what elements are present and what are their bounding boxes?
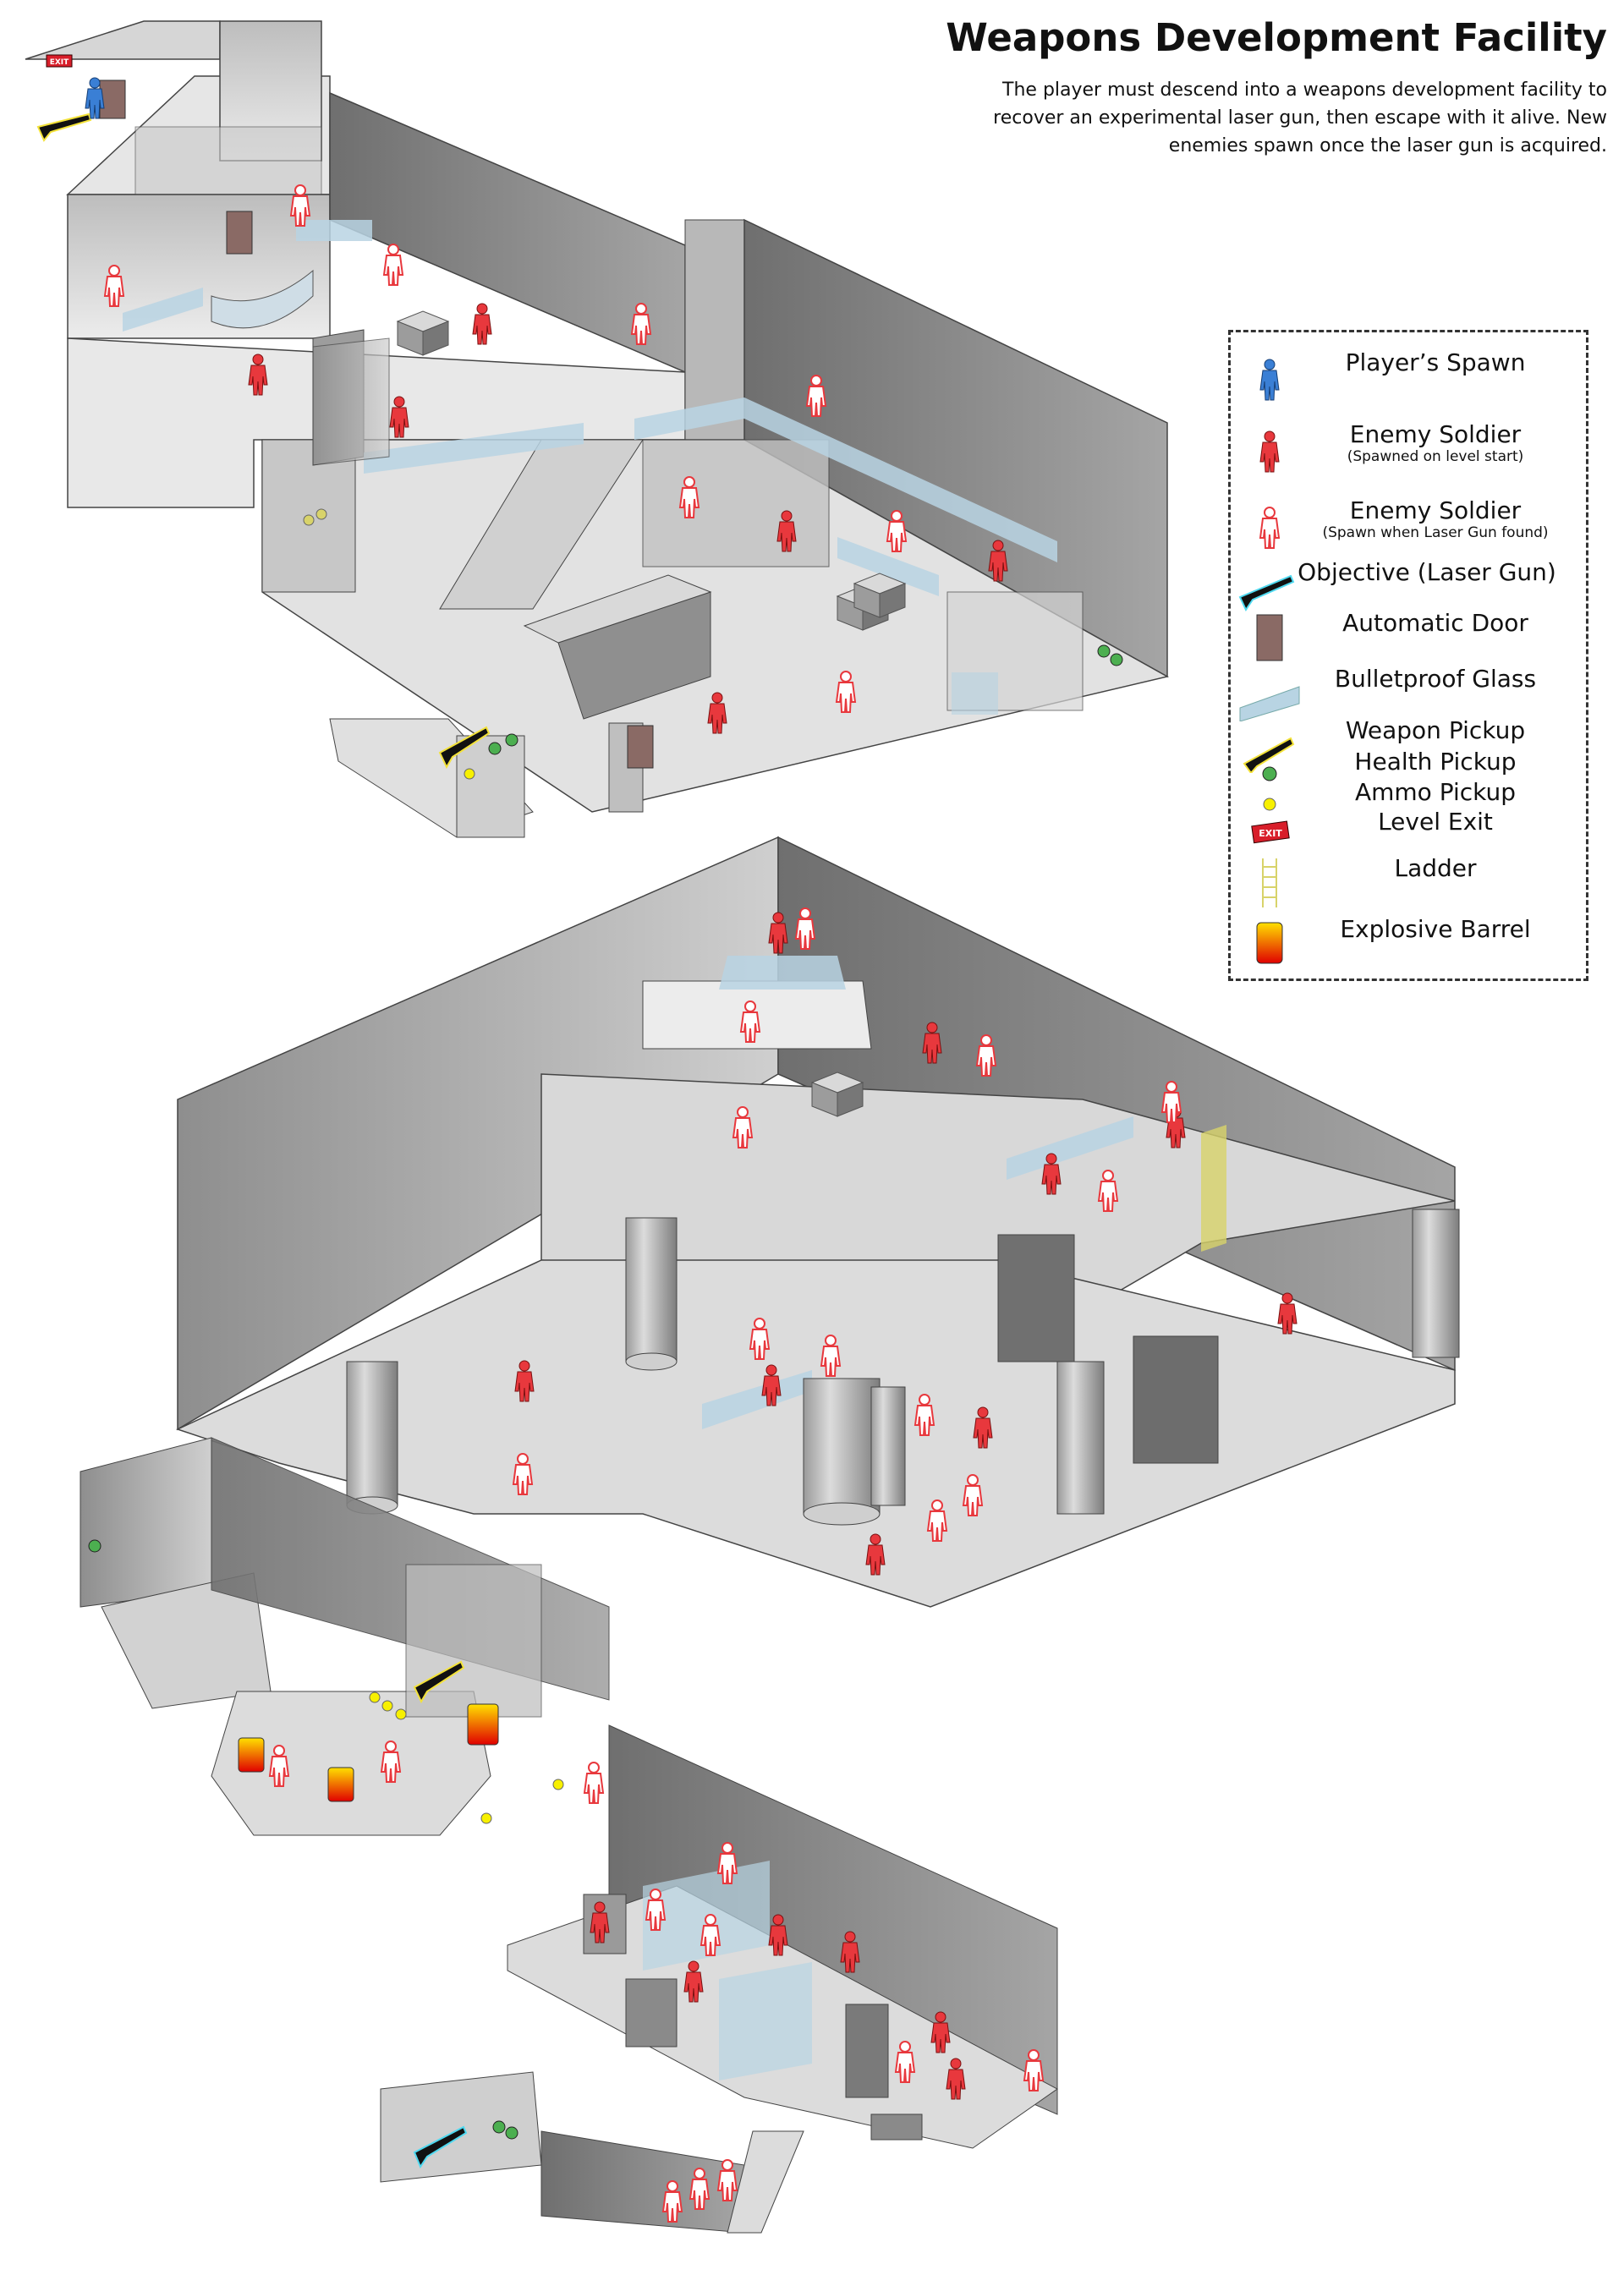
legend-label: Enemy Soldier — [1349, 496, 1522, 524]
door-icon — [627, 725, 654, 769]
health-pickup-icon — [1110, 653, 1123, 666]
ammo-pickup-icon — [395, 1708, 407, 1720]
legend-label: Enemy Soldier — [1349, 420, 1522, 448]
legend-sub: (Spawn when Laser Gun found) — [1322, 524, 1549, 541]
legend-label: Automatic Door — [1342, 609, 1528, 637]
ammo-pickup-icon — [303, 514, 315, 526]
health-pickup-icon — [505, 2126, 518, 2140]
explosive-barrel-icon — [327, 1767, 354, 1802]
main-hall — [175, 836, 1460, 1608]
health-pickup-icon — [505, 733, 518, 747]
ammo-pickup-icon — [464, 768, 475, 780]
door-icon — [226, 211, 253, 255]
legend-label: Level Exit — [1378, 808, 1493, 836]
ammo-icon — [1263, 798, 1276, 811]
legend-label: Objective (Laser Gun) — [1298, 558, 1556, 586]
ammo-pickup-icon — [315, 508, 327, 520]
door-icon — [1256, 614, 1283, 661]
health-pickup-icon — [492, 2120, 506, 2134]
explosive-barrel-icon — [238, 1737, 265, 1773]
legend: Player’s Spawn Enemy Soldier(Spawned on … — [1228, 330, 1588, 981]
ammo-pickup-icon — [552, 1779, 564, 1790]
ammo-pickup-icon — [480, 1812, 492, 1824]
legend-label: Health Pickup — [1354, 748, 1517, 776]
weapon-icon — [1243, 737, 1295, 773]
glass-icon — [1239, 686, 1300, 721]
legend-sub: (Spawned on level start) — [1347, 448, 1524, 465]
legend-label: Bulletproof Glass — [1334, 665, 1537, 693]
exit-icon: EXIT — [1251, 820, 1290, 844]
laser-gun-icon — [1238, 574, 1295, 612]
explosive-barrel-icon — [467, 1703, 499, 1746]
health-pickup-icon — [88, 1539, 102, 1553]
ladder-icon — [1262, 858, 1277, 907]
weapon-pickup-icon — [36, 112, 92, 142]
level-description: The player must descend into a weapons d… — [993, 79, 1607, 156]
ammo-pickup-icon — [381, 1700, 393, 1712]
exit-icon-label: EXIT — [1259, 828, 1282, 839]
legend-label: Weapon Pickup — [1345, 716, 1526, 744]
objective-laser-gun-icon — [413, 2125, 468, 2169]
health-icon — [1262, 766, 1277, 781]
page-title: Weapons Development Facility — [946, 15, 1607, 60]
weapon-pickup-icon — [413, 1660, 465, 1704]
legend-label: Explosive Barrel — [1340, 915, 1531, 943]
door-icon — [99, 79, 126, 119]
upper-floor: EXIT — [25, 20, 1170, 838]
legend-label: Player’s Spawn — [1345, 348, 1526, 376]
legend-label: Ammo Pickup — [1354, 778, 1517, 806]
legend-label: Ladder — [1394, 854, 1477, 882]
level-exit-icon — [46, 54, 73, 68]
exit-sign-label: EXIT — [50, 58, 69, 67]
explosive-barrel-icon — [1256, 922, 1283, 964]
ammo-pickup-icon — [369, 1691, 381, 1703]
health-pickup-icon — [488, 742, 502, 755]
weapon-pickup-icon — [438, 726, 491, 770]
health-pickup-icon — [1097, 644, 1111, 658]
